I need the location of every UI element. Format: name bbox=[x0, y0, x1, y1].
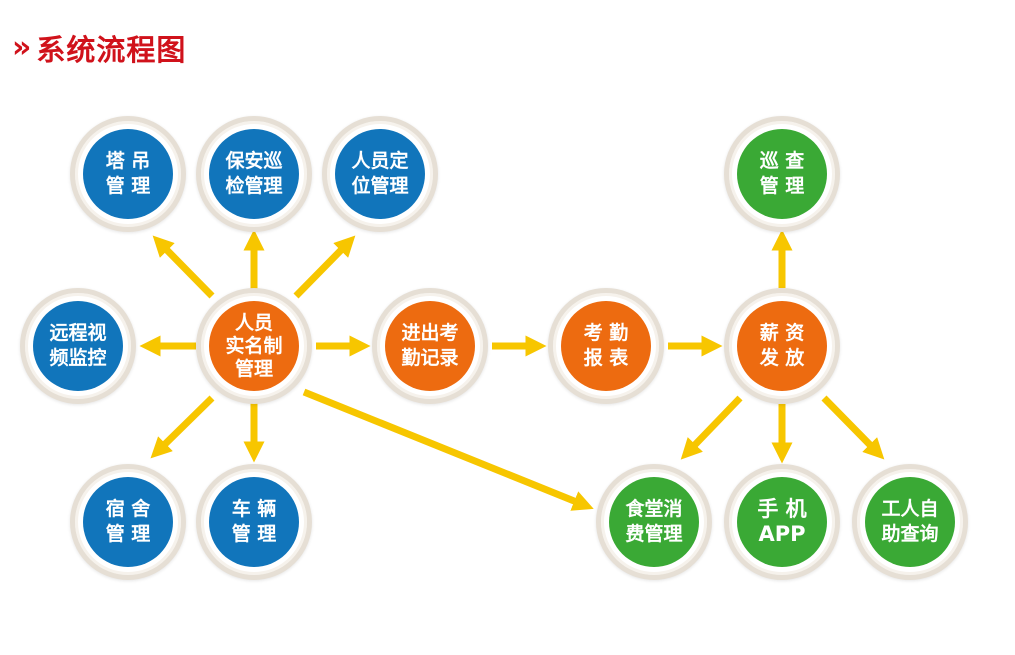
node-self-query: 工人自 助查询 bbox=[852, 464, 968, 580]
node-remote-video: 远程视 频监控 bbox=[20, 288, 136, 404]
node-attendance-record-label: 进出考 勤记录 bbox=[385, 301, 475, 391]
node-attendance-record: 进出考 勤记录 bbox=[372, 288, 488, 404]
node-mobile-app: 手 机 APP bbox=[724, 464, 840, 580]
node-inspection-mgmt-label: 巡 查 管 理 bbox=[737, 129, 827, 219]
node-vehicle-mgmt-label: 车 辆 管 理 bbox=[209, 477, 299, 567]
node-remote-video-label: 远程视 频监控 bbox=[33, 301, 123, 391]
node-mobile-app-label: 手 机 APP bbox=[737, 477, 827, 567]
node-personnel-location-label: 人员定 位管理 bbox=[335, 129, 425, 219]
node-tower-crane-label: 塔 吊 管 理 bbox=[83, 129, 173, 219]
arrow-to-canteen-mgmt bbox=[302, 388, 594, 511]
node-personnel-location: 人员定 位管理 bbox=[322, 116, 438, 232]
section-title: » 系统流程图 bbox=[12, 28, 186, 68]
node-canteen-mgmt: 食堂消 费管理 bbox=[596, 464, 712, 580]
node-dorm-mgmt: 宿 舍 管 理 bbox=[70, 464, 186, 580]
arrow-salary-to-canteen bbox=[680, 395, 743, 460]
node-inspection-mgmt: 巡 查 管 理 bbox=[724, 116, 840, 232]
node-salary-payment-label: 薪 资 发 放 bbox=[737, 301, 827, 391]
arrow-to-tower-crane bbox=[152, 235, 215, 299]
node-self-query-label: 工人自 助查询 bbox=[865, 477, 955, 567]
node-salary-payment: 薪 资 发 放 bbox=[724, 288, 840, 404]
arrow-to-dorm-mgmt bbox=[150, 395, 215, 459]
arrow-to-personnel-location bbox=[293, 235, 356, 299]
node-canteen-mgmt-label: 食堂消 费管理 bbox=[609, 477, 699, 567]
node-security-patrol-label: 保安巡 检管理 bbox=[209, 129, 299, 219]
node-realname-mgmt: 人员 实名制 管理 bbox=[196, 288, 312, 404]
node-attendance-report: 考 勤 报 表 bbox=[548, 288, 664, 404]
node-tower-crane: 塔 吊 管 理 bbox=[70, 116, 186, 232]
node-dorm-mgmt-label: 宿 舍 管 理 bbox=[83, 477, 173, 567]
node-attendance-report-label: 考 勤 报 表 bbox=[561, 301, 651, 391]
node-vehicle-mgmt: 车 辆 管 理 bbox=[196, 464, 312, 580]
arrow-salary-to-self-query bbox=[821, 395, 885, 460]
node-security-patrol: 保安巡 检管理 bbox=[196, 116, 312, 232]
node-realname-mgmt-label: 人员 实名制 管理 bbox=[209, 301, 299, 391]
page-title: 系统流程图 bbox=[36, 33, 187, 67]
